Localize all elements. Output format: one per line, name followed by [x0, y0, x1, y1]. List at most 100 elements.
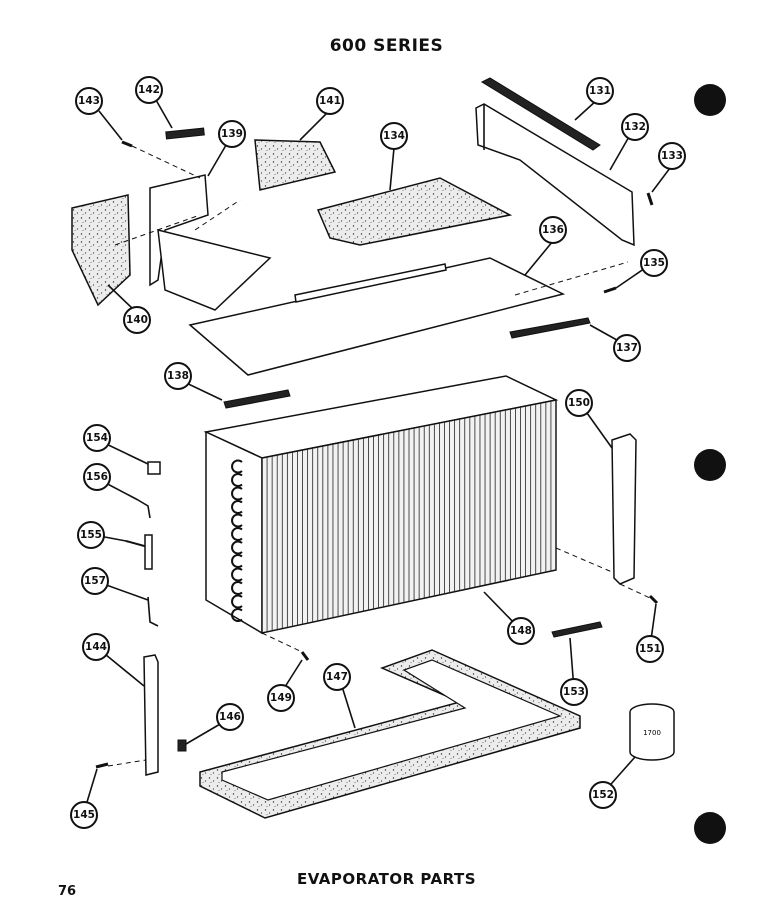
tube-bend — [231, 567, 243, 582]
coil-tube-bends — [231, 459, 243, 622]
callout-154: 154 — [83, 424, 111, 452]
part-138-strip — [223, 389, 291, 409]
svg-text:137: 137 — [616, 342, 638, 354]
part-137-strip — [509, 317, 591, 339]
diagram-caption: EVAPORATOR PARTS — [296, 870, 477, 888]
part-157-tube — [147, 596, 159, 627]
svg-text:141: 141 — [319, 95, 341, 107]
svg-text:147: 147 — [326, 671, 348, 683]
svg-text:135: 135 — [643, 257, 665, 269]
svg-text:133: 133 — [661, 150, 683, 162]
svg-text:146: 146 — [219, 711, 241, 723]
svg-text:152: 152 — [592, 789, 614, 801]
svg-text:139: 139 — [221, 128, 243, 140]
callout-142: 142 — [135, 76, 163, 104]
part-139-bracket — [114, 174, 272, 311]
punch-hole-top — [694, 84, 726, 116]
svg-text:132: 132 — [624, 121, 646, 133]
callout-145: 145 — [70, 801, 98, 829]
svg-text:136: 136 — [542, 224, 564, 236]
callout-157: 157 — [81, 567, 109, 595]
tube-bend — [231, 473, 243, 487]
callout-132: 132 — [621, 113, 649, 141]
callout-143: 143 — [75, 87, 103, 115]
callout-133: 133 — [658, 142, 686, 170]
tube-bend — [231, 594, 243, 609]
tube-bend — [231, 513, 243, 528]
svg-text:143: 143 — [78, 95, 100, 107]
callout-149: 149 — [267, 684, 295, 712]
callout-150: 150 — [565, 389, 593, 417]
part-133-screw — [646, 192, 654, 206]
svg-text:148: 148 — [510, 625, 532, 637]
coil-fins — [261, 400, 557, 633]
part-147-insulation-tray — [199, 649, 581, 819]
svg-text:144: 144 — [85, 641, 107, 653]
callout-137: 137 — [613, 334, 641, 362]
part-154-clip — [147, 461, 161, 475]
svg-text:138: 138 — [167, 370, 189, 382]
callout-152: 152 — [589, 781, 617, 809]
svg-text:154: 154 — [86, 432, 108, 444]
svg-text:145: 145 — [73, 809, 95, 821]
tube-bend — [231, 554, 243, 568]
svg-text:150: 150 — [568, 397, 590, 409]
part-149-screw — [300, 651, 310, 661]
svg-text:140: 140 — [126, 314, 148, 326]
svg-text:156: 156 — [86, 471, 108, 483]
callout-131: 131 — [586, 77, 614, 105]
callout-147: 147 — [323, 663, 351, 691]
tube-bend — [231, 581, 243, 595]
part-148-evaporator-coil — [203, 375, 559, 635]
part-153-strip — [551, 621, 603, 638]
svg-text:149: 149 — [270, 692, 292, 704]
callout-141: 141 — [316, 87, 344, 115]
tube-bend — [231, 527, 243, 541]
punch-hole-bottom — [694, 812, 726, 844]
part-144-bracket — [143, 654, 159, 776]
part-156-elbow — [137, 499, 151, 519]
part-151-screw — [648, 594, 659, 605]
part-132-panel — [475, 103, 635, 247]
part-140-insulation — [71, 194, 131, 307]
svg-text:153: 153 — [563, 686, 585, 698]
part-142-strip — [165, 127, 205, 140]
callout-148: 148 — [507, 617, 535, 645]
part-152-can: 1700 — [629, 703, 675, 761]
part-155-valve — [125, 534, 153, 570]
tube-bend — [231, 608, 243, 622]
part-150-side-bracket — [611, 433, 637, 585]
part-135-screw — [603, 286, 617, 294]
callout-146: 146 — [216, 703, 244, 731]
punch-hole-middle — [694, 449, 726, 481]
callout-labels: 143 142 139 141 134 131 132 133 140 136 … — [70, 76, 686, 829]
svg-text:157: 157 — [84, 575, 106, 587]
callout-153: 153 — [560, 678, 588, 706]
diagram-title: 600 SERIES — [329, 36, 444, 56]
part-131-strip — [480, 77, 601, 151]
svg-text:1700: 1700 — [643, 729, 661, 737]
tube-bend — [231, 540, 243, 555]
callout-151: 151 — [636, 635, 664, 663]
svg-text:155: 155 — [80, 529, 102, 541]
svg-text:151: 151 — [639, 643, 661, 655]
binder-holes — [694, 84, 726, 844]
page-number: 76 — [58, 884, 77, 899]
tube-bend — [231, 486, 243, 501]
part-145-screw — [95, 762, 109, 769]
part-143-screw — [121, 140, 133, 148]
svg-text:131: 131 — [589, 85, 611, 97]
callout-134: 134 — [380, 122, 408, 150]
callout-135: 135 — [640, 249, 668, 277]
tube-bend — [231, 459, 243, 474]
svg-text:142: 142 — [138, 84, 160, 96]
part-146-clip — [177, 739, 187, 752]
callout-138: 138 — [164, 362, 192, 390]
callout-156: 156 — [83, 463, 111, 491]
callout-155: 155 — [77, 521, 105, 549]
part-134-insulation-pad — [316, 177, 513, 246]
callout-140: 140 — [123, 306, 151, 334]
callout-144: 144 — [82, 633, 110, 661]
callout-139: 139 — [218, 120, 246, 148]
